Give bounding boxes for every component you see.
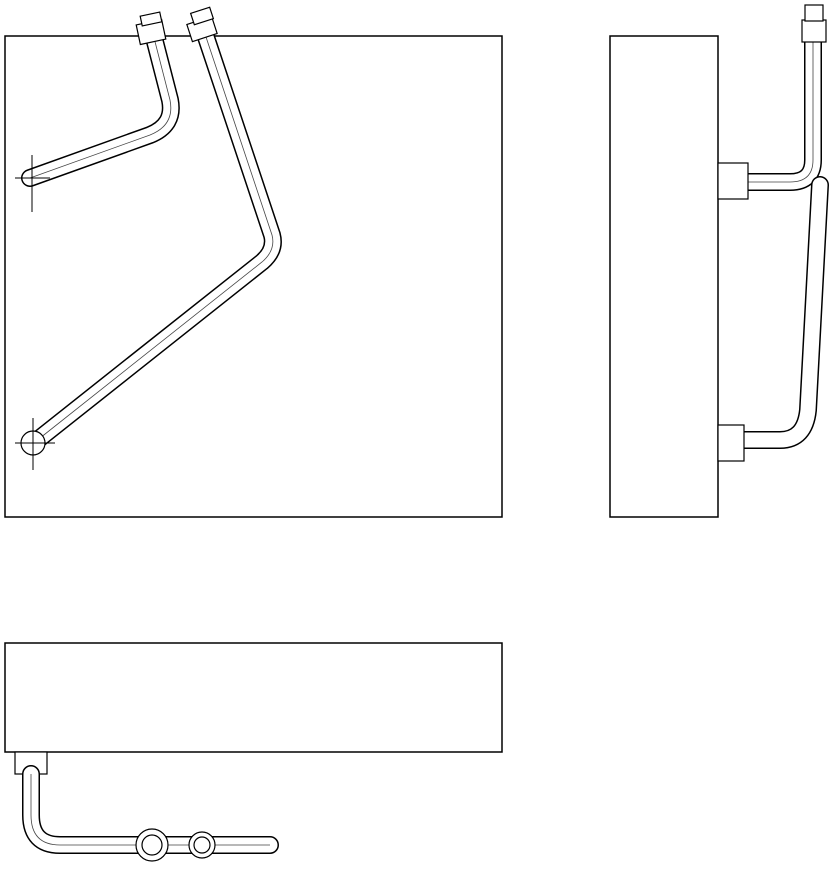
side-lower-stub [717, 424, 745, 462]
side-view-core [609, 35, 719, 518]
front-upper-pipe [15, 11, 180, 212]
front-view [4, 6, 503, 518]
bottom-view-core [4, 642, 503, 753]
bottom-view [4, 642, 503, 862]
side-view [609, 4, 829, 518]
side-upper-stub [717, 162, 749, 200]
front-lower-pipe [15, 6, 282, 470]
